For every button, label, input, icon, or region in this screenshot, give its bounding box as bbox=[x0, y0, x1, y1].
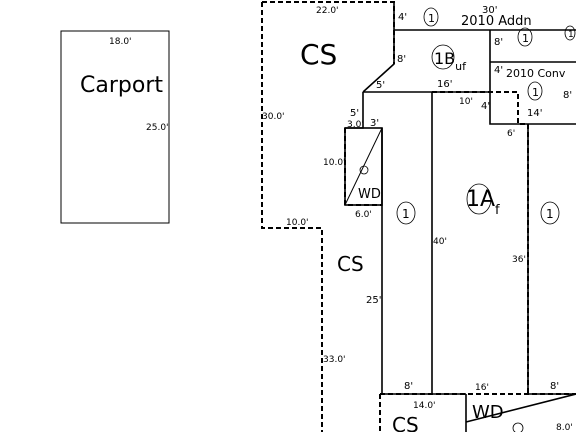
dim-10-0b: 10.0' bbox=[286, 218, 309, 228]
dim-8e: 8' bbox=[550, 381, 559, 392]
dim-25: 25' bbox=[366, 295, 381, 306]
wd-diagonal bbox=[344, 127, 383, 206]
carport-label: Carport bbox=[80, 73, 163, 98]
dim-4b: 4' bbox=[494, 65, 503, 76]
area-wd-left: WD bbox=[358, 187, 381, 202]
area-conv: 2010 Conv bbox=[506, 67, 566, 80]
wd-ring bbox=[359, 165, 369, 175]
carport-width-label: 18.0' bbox=[109, 37, 132, 47]
area-1a: 1Af bbox=[466, 187, 500, 218]
dim-33: 33.0' bbox=[323, 355, 346, 365]
dim-14: 14' bbox=[527, 108, 542, 119]
dim-10-0: 10.0' bbox=[323, 158, 346, 168]
story-marker-right-label: 1 bbox=[546, 207, 554, 221]
dim-3-0: 3.0' bbox=[347, 120, 364, 130]
area-cs-mid: CS bbox=[337, 252, 364, 276]
dim-8-0: 8.0' bbox=[556, 423, 573, 432]
dim-8b: 8' bbox=[494, 37, 503, 48]
story-marker-left-label: 1 bbox=[402, 207, 410, 221]
story-marker-addn-label: 1 bbox=[428, 12, 435, 25]
dim-8d: 8' bbox=[404, 381, 413, 392]
dim-30-top: 30' bbox=[482, 5, 497, 16]
area-cs-bottom: CS bbox=[392, 413, 419, 432]
area-cs-top: CS bbox=[300, 38, 337, 71]
carport-outline bbox=[60, 30, 170, 224]
main-house-outline bbox=[345, 91, 576, 432]
dim-36: 36' bbox=[512, 255, 526, 265]
story-marker-conv-label: 1 bbox=[532, 86, 539, 99]
area-1b: 1Buf bbox=[434, 49, 467, 73]
story-marker-corner bbox=[564, 25, 576, 41]
wd-box bbox=[344, 127, 383, 206]
dim-6a: 6' bbox=[507, 129, 515, 139]
dim-30-left: 30.0' bbox=[262, 112, 285, 122]
dim-16a: 16' bbox=[437, 79, 452, 90]
dim-10a: 10' bbox=[459, 97, 473, 107]
dim-6-0: 6.0' bbox=[355, 210, 372, 220]
story-marker-1a bbox=[466, 183, 492, 215]
story-marker-corner-label: 1 bbox=[568, 30, 574, 40]
dim-40: 40' bbox=[433, 237, 447, 247]
dim-16b: 16' bbox=[475, 383, 489, 393]
story-marker-left bbox=[396, 201, 416, 225]
dim-4a: 4' bbox=[398, 12, 407, 23]
dim-4c: 4' bbox=[481, 101, 490, 112]
dim-22: 22.0' bbox=[316, 6, 339, 16]
dim-14-0: 14.0' bbox=[413, 401, 436, 411]
dim-5b: 5' bbox=[350, 108, 359, 119]
dim-8a: 8' bbox=[397, 54, 406, 65]
story-marker-addn-right bbox=[517, 27, 533, 47]
dim-3: 3' bbox=[370, 118, 379, 129]
story-marker-1b bbox=[431, 44, 455, 70]
story-marker-addn-right-label: 1 bbox=[522, 32, 529, 45]
dim-5a: 5' bbox=[376, 80, 385, 91]
story-marker-right bbox=[540, 201, 560, 225]
carport-depth-label: 25.0' bbox=[146, 123, 169, 133]
addn-outline bbox=[362, 2, 576, 125]
area-wd-bottom: WD bbox=[472, 402, 504, 423]
area-addn: 2010 Addn bbox=[461, 14, 532, 29]
story-marker-conv bbox=[527, 81, 543, 101]
story-marker-addn bbox=[423, 7, 439, 27]
wd-bottom-ring bbox=[512, 422, 524, 432]
dim-8c: 8' bbox=[563, 90, 572, 101]
